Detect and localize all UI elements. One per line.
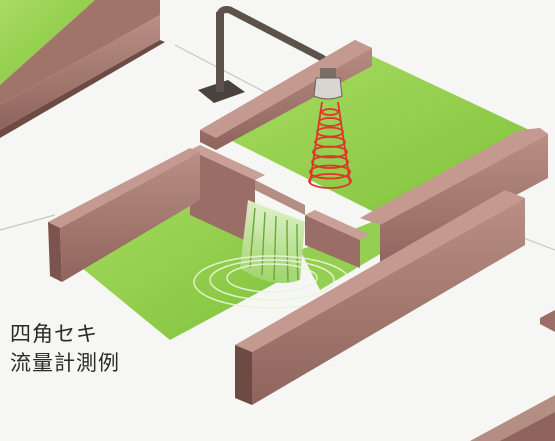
caption-line-1: 四角セキ	[10, 322, 98, 346]
weir-plate	[190, 145, 370, 268]
left-front-wall	[48, 148, 200, 282]
upstream-channel-top-left	[0, 0, 165, 138]
weir-overflow	[193, 200, 351, 309]
sensor-wave-cone	[308, 101, 352, 189]
downstream-channel-bottom-right	[470, 310, 555, 441]
right-side-wall	[360, 128, 548, 268]
ultrasonic-level-sensor-icon	[313, 68, 343, 100]
caption-line-2: 流量計測例	[10, 351, 120, 375]
front-wall	[235, 190, 525, 405]
caption: 四角セキ 流量計測例	[10, 320, 120, 378]
back-wall	[200, 40, 372, 150]
